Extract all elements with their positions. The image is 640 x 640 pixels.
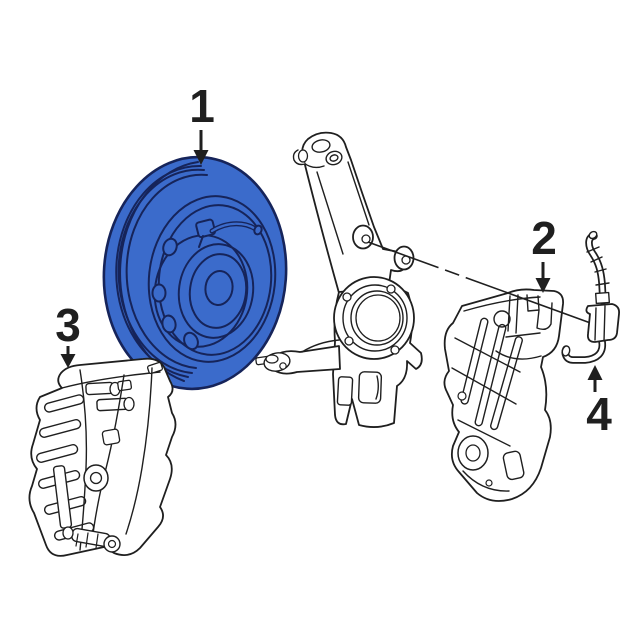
callout-number-3: 3 (55, 299, 81, 351)
hose-bracket (585, 303, 621, 343)
brake-caliper (28, 357, 177, 557)
callout-splash-shield: 2 (531, 212, 557, 293)
callout-arrowhead-2 (535, 278, 551, 293)
callout-arrowhead-1 (193, 150, 209, 165)
callout-number-4: 4 (586, 388, 612, 440)
brake-splash-shield (443, 288, 564, 502)
alignment-leader-line (367, 241, 597, 326)
callout-arrowhead-4 (587, 365, 603, 380)
callout-caliper: 3 (55, 299, 81, 368)
disc-brake-rotor (102, 155, 288, 391)
callout-number-2: 2 (531, 212, 557, 264)
callout-hose: 4 (586, 365, 612, 440)
callout-rotor: 1 (189, 80, 215, 165)
brake-hydraulic-hose (561, 230, 621, 364)
callout-number-1: 1 (189, 80, 215, 132)
abs-sensor-wire (195, 218, 263, 248)
steering-knuckle (255, 131, 423, 428)
callout-arrowhead-3 (60, 354, 76, 368)
